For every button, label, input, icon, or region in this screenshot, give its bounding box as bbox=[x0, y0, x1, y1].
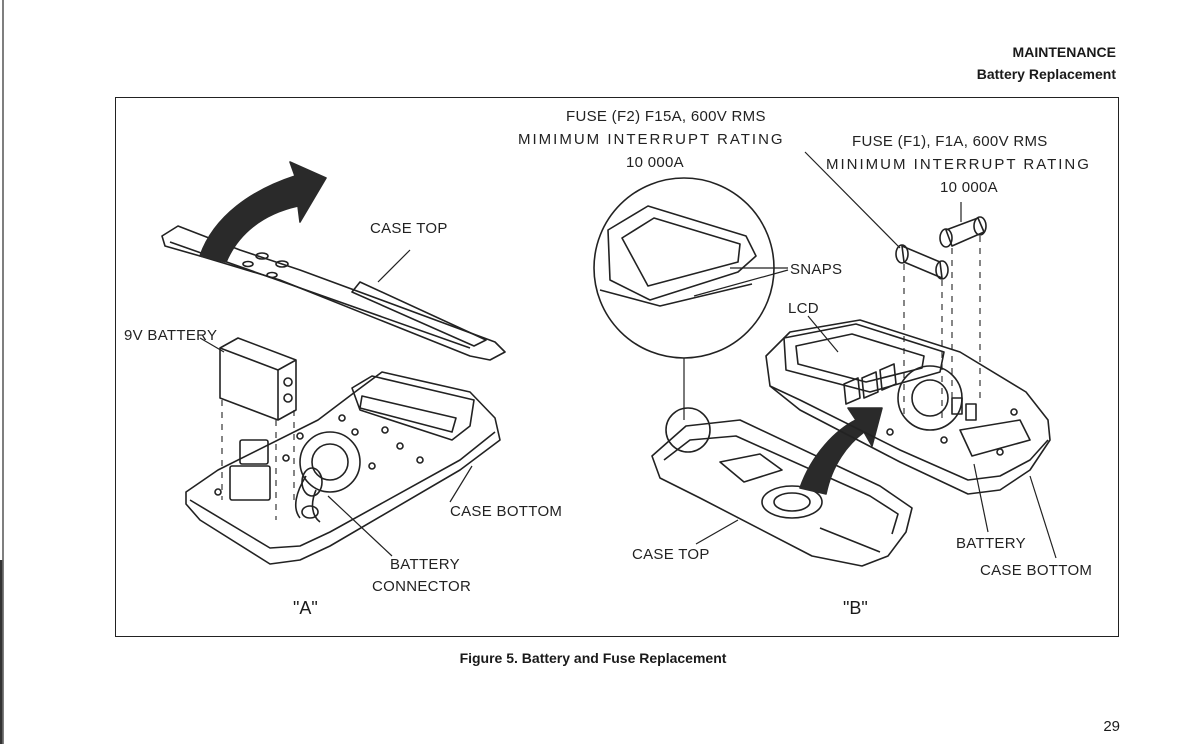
label-case-top-b: CASE TOP bbox=[632, 546, 710, 563]
label-case-top-a: CASE TOP bbox=[370, 220, 448, 237]
label-fuse-f1-line2: MINIMUM INTERRUPT RATING bbox=[826, 156, 1091, 173]
label-case-bottom-b: CASE BOTTOM bbox=[980, 562, 1092, 579]
label-case-bottom-a: CASE BOTTOM bbox=[450, 503, 562, 520]
label-fuse-f2-line3: 10 000A bbox=[626, 154, 684, 171]
panel-a-tag: "A" bbox=[293, 598, 318, 619]
figure-caption: Figure 5. Battery and Fuse Replacement bbox=[0, 650, 1186, 666]
label-battery-connector-line2: CONNECTOR bbox=[372, 578, 471, 595]
label-fuse-f2-line1: FUSE (F2) F15A, 600V RMS bbox=[566, 108, 766, 125]
label-fuse-f1-line3: 10 000A bbox=[940, 179, 998, 196]
label-lcd: LCD bbox=[788, 300, 819, 317]
lift-arrow-a bbox=[200, 162, 326, 262]
panel-b-tag: "B" bbox=[843, 598, 868, 619]
case-bottom-a-illustration bbox=[186, 372, 500, 564]
label-snaps: SNAPS bbox=[790, 261, 842, 278]
label-fuse-f1-line1: FUSE (F1), F1A, 600V RMS bbox=[852, 133, 1048, 150]
page-number: 29 bbox=[1103, 718, 1120, 735]
snaps-detail-circle bbox=[594, 178, 774, 452]
fuse-f1-illustration bbox=[940, 217, 986, 247]
fuse-f2-illustration bbox=[896, 245, 948, 279]
battery-9v-illustration bbox=[220, 338, 296, 420]
label-battery-b: BATTERY bbox=[956, 535, 1026, 552]
label-battery-connector-line1: BATTERY bbox=[390, 556, 460, 573]
label-9v-battery: 9V BATTERY bbox=[124, 327, 217, 344]
label-fuse-f2-line2: MIMIMUM INTERRUPT RATING bbox=[518, 131, 785, 148]
